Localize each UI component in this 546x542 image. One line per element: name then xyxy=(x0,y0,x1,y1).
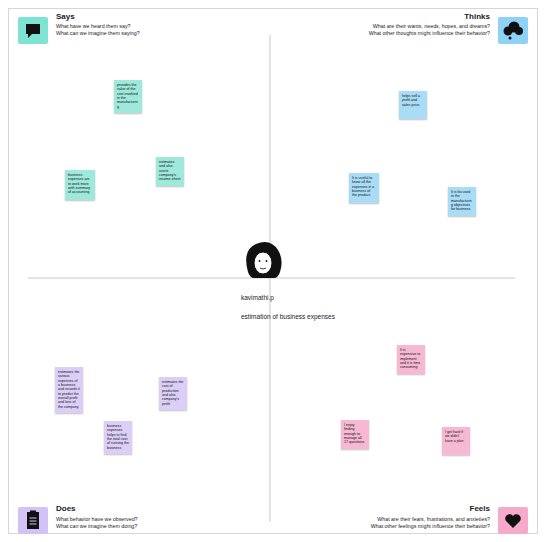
note-text: It is expensive to implement and it is t… xyxy=(400,348,422,370)
says-sticky-note: provides the value of the cost involved … xyxy=(114,80,142,113)
feels-sticky-note: I enjoy finding enough to manage all 17 … xyxy=(341,420,369,449)
note-text: estimates the various expenses of a busi… xyxy=(58,370,80,409)
feels-sticky-note: I get hard if we didn't have a plan xyxy=(442,427,470,455)
quadrant-prompt: What other thoughts might influence thei… xyxy=(369,30,490,36)
quadrant-prompt: What have we heard them say? xyxy=(56,23,131,29)
thinks-sticky-note: It is useful to know all the expenses in… xyxy=(349,173,379,203)
thinks-sticky-note: It is focused in the manufacturing objec… xyxy=(448,187,476,216)
quadrant-prompt: What are their wants, needs, hopes, and … xyxy=(373,23,490,29)
quadrant-prompt: What can we imagine them saying? xyxy=(56,30,140,36)
quadrant-prompt: What are their fears, frustrations, and … xyxy=(377,516,490,522)
quadrant-prompt: What other feelings might influence thei… xyxy=(371,523,490,529)
quadrant-title: Says xyxy=(56,12,75,21)
quadrant-prompt: What behavior have we observed? xyxy=(56,516,138,522)
note-text: estimates the cost of production and als… xyxy=(162,380,184,406)
note-text: helps sell a profit and sales price. xyxy=(402,94,424,107)
note-text: estimates and also assist company's inco… xyxy=(159,160,181,182)
does-sticky-note: business expenses helps to find the tota… xyxy=(104,421,132,454)
note-text: I get hard if we didn't have a plan xyxy=(445,430,467,443)
feels-sticky-note: It is expensive to implement and it is t… xyxy=(397,345,425,374)
quadrant-title: Feels xyxy=(470,504,490,513)
quadrant-title: Thinks xyxy=(464,12,490,21)
note-text: business expenses helps to find the tota… xyxy=(107,424,129,450)
persona-topic: estimation of business expenses xyxy=(241,313,335,320)
says-sticky-note: business expenses are to work more with … xyxy=(65,170,95,200)
note-text: I enjoy finding enough to manage all 17 … xyxy=(344,423,366,445)
quadrant-title: Does xyxy=(56,504,76,513)
does-sticky-note: estimates the various expenses of a busi… xyxy=(55,367,83,413)
note-text: provides the value of the cost involved … xyxy=(117,83,139,109)
says-sticky-note: estimates and also assist company's inco… xyxy=(156,157,184,186)
note-text: It is focused in the manufacturing objec… xyxy=(451,190,473,212)
note-text: business expenses are to work more with … xyxy=(68,173,92,195)
persona-name: kavimathi.p xyxy=(241,294,274,301)
does-sticky-note: estimates the cost of production and als… xyxy=(159,377,187,410)
thinks-sticky-note: helps sell a profit and sales price. xyxy=(399,91,427,119)
quadrant-prompt: What can we imagine them doing? xyxy=(56,523,137,529)
note-text: It is useful to know all the expenses in… xyxy=(352,176,376,198)
